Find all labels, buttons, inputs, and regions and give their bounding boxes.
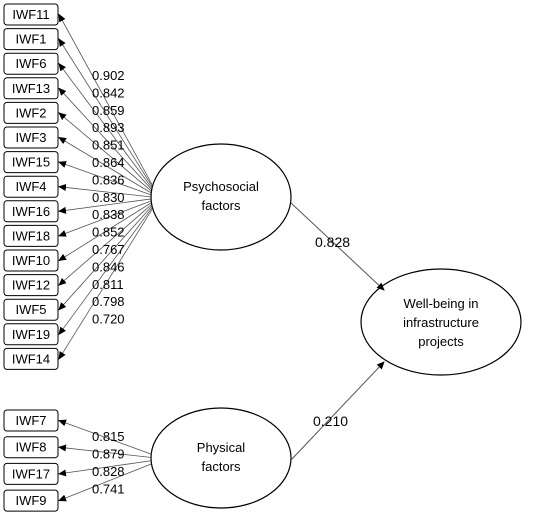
psychosocial-indicator-box xyxy=(3,298,59,321)
psychosocial-indicator-box xyxy=(3,347,59,370)
psychosocial-indicator-box xyxy=(3,52,59,75)
psychosocial-indicator-box xyxy=(3,224,59,247)
psychosocial-loading-value: 0.846 xyxy=(92,259,125,274)
psychosocial-indicator-label: IWF15 xyxy=(12,155,50,170)
psychosocial-indicator-label: IWF14 xyxy=(12,351,50,366)
psychosocial-indicator-box xyxy=(3,175,59,198)
psychosocial-indicator-label: IWF5 xyxy=(15,302,46,317)
psychosocial-loading-value: 0.893 xyxy=(92,120,125,135)
psychosocial-indicator-label: IWF2 xyxy=(15,105,46,120)
psychosocial-indicator-box xyxy=(3,3,59,26)
psychosocial-loading-arrow xyxy=(58,62,153,189)
psychosocial-indicator-box xyxy=(3,274,59,297)
psychosocial-loading-arrow xyxy=(58,13,153,185)
latent-wellbeing-ellipse xyxy=(360,268,522,376)
psychosocial-loading-arrow xyxy=(58,200,153,237)
psychosocial-indicator-box xyxy=(3,151,59,174)
psychosocial-loading-arrow xyxy=(58,87,153,191)
psychosocial-indicator-label: IWF16 xyxy=(12,204,50,219)
psychosocial-loading-value: 0.864 xyxy=(92,155,125,170)
path-physical-to-wellbeing xyxy=(290,361,385,461)
psychosocial-loading-arrow xyxy=(58,207,153,336)
psychosocial-loading-value: 0.838 xyxy=(92,207,125,222)
latent-physical-label-line2: factors xyxy=(201,459,241,474)
psychosocial-loading-value: 0.830 xyxy=(92,190,125,205)
psychosocial-loading-value: 0.836 xyxy=(92,172,125,187)
psychosocial-indicator-label: IWF11 xyxy=(12,7,49,22)
psychosocial-loading-arrow xyxy=(58,136,153,194)
psychosocial-indicator-label: IWF1 xyxy=(15,32,46,47)
physical-loading-value: 0.879 xyxy=(92,447,125,462)
psychosocial-loading-arrow xyxy=(58,38,153,187)
latent-psychosocial-label-line2: factors xyxy=(201,198,241,213)
psychosocial-indicator-box xyxy=(3,249,59,272)
psychosocial-indicator-label: IWF18 xyxy=(12,228,50,243)
psychosocial-indicator-label: IWF4 xyxy=(15,179,46,194)
psychosocial-indicator-box xyxy=(3,200,59,223)
physical-indicator-box xyxy=(3,489,59,512)
physical-loading-value: 0.828 xyxy=(92,464,125,479)
psychosocial-loading-arrow xyxy=(58,183,153,198)
psychosocial-loading-arrow xyxy=(58,161,153,196)
physical-indicator-label: IWF9 xyxy=(15,493,46,508)
psychosocial-indicator-label: IWF13 xyxy=(12,81,50,96)
latent-wellbeing-label-line3: projects xyxy=(418,334,464,349)
latent-psychosocial-label-line1: Psychosocial xyxy=(183,179,259,194)
psychosocial-indicator-label: IWF10 xyxy=(12,253,50,268)
psychosocial-indicator-box xyxy=(3,126,59,149)
psychosocial-indicator-box xyxy=(3,77,59,100)
path-physical-coefficient: 0.210 xyxy=(313,413,348,429)
physical-indicator-label: IWF7 xyxy=(15,413,46,428)
psychosocial-indicator-box xyxy=(3,101,59,124)
psychosocial-loading-arrow xyxy=(58,202,153,262)
psychosocial-loading-value: 0.902 xyxy=(92,68,125,83)
psychosocial-loading-arrow xyxy=(58,112,153,192)
psychosocial-loading-arrow xyxy=(58,198,153,214)
physical-indicator-label: IWF8 xyxy=(15,440,46,455)
physical-indicator-box xyxy=(3,462,59,485)
psychosocial-loading-arrow xyxy=(58,203,153,286)
path-psychosocial-coefficient: 0.828 xyxy=(315,234,350,250)
psychosocial-indicator-label: IWF6 xyxy=(15,56,46,71)
psychosocial-loading-arrow xyxy=(58,205,153,311)
psychosocial-indicator-box xyxy=(3,323,59,346)
latent-wellbeing-label-line2: infrastructure xyxy=(403,315,479,330)
latent-physical-ellipse xyxy=(150,407,292,509)
psychosocial-loading-arrow xyxy=(58,209,153,360)
path-psychosocial-to-wellbeing xyxy=(290,202,385,291)
psychosocial-loading-value: 0.798 xyxy=(92,294,125,309)
physical-loading-arrow xyxy=(58,419,158,457)
latent-psychosocial-ellipse xyxy=(150,143,292,251)
psychosocial-loading-value: 0.842 xyxy=(92,85,125,100)
psychosocial-indicator-box xyxy=(3,28,59,51)
physical-loading-arrow xyxy=(58,444,158,459)
psychosocial-loading-value: 0.767 xyxy=(92,242,125,257)
physical-indicator-box xyxy=(3,436,59,459)
psychosocial-loading-value: 0.859 xyxy=(92,103,125,118)
psychosocial-loading-value: 0.851 xyxy=(92,138,125,153)
latent-physical-label-line1: Physical xyxy=(197,440,246,455)
physical-loading-value: 0.815 xyxy=(92,429,125,444)
latent-wellbeing-label-line1: Well-being in xyxy=(404,296,479,311)
physical-loading-value: 0.741 xyxy=(92,482,125,497)
psychosocial-loading-value: 0.720 xyxy=(92,312,125,327)
psychosocial-loading-value: 0.811 xyxy=(92,277,124,292)
psychosocial-indicator-label: IWF19 xyxy=(12,327,50,342)
psychosocial-indicator-label: IWF12 xyxy=(12,278,50,293)
psychosocial-loading-value: 0.852 xyxy=(92,225,125,240)
physical-loading-arrow xyxy=(58,459,158,477)
physical-indicator-box xyxy=(3,409,59,432)
physical-loading-arrow xyxy=(58,461,158,502)
psychosocial-indicator-label: IWF3 xyxy=(15,130,46,145)
physical-indicator-label: IWF17 xyxy=(12,466,50,481)
